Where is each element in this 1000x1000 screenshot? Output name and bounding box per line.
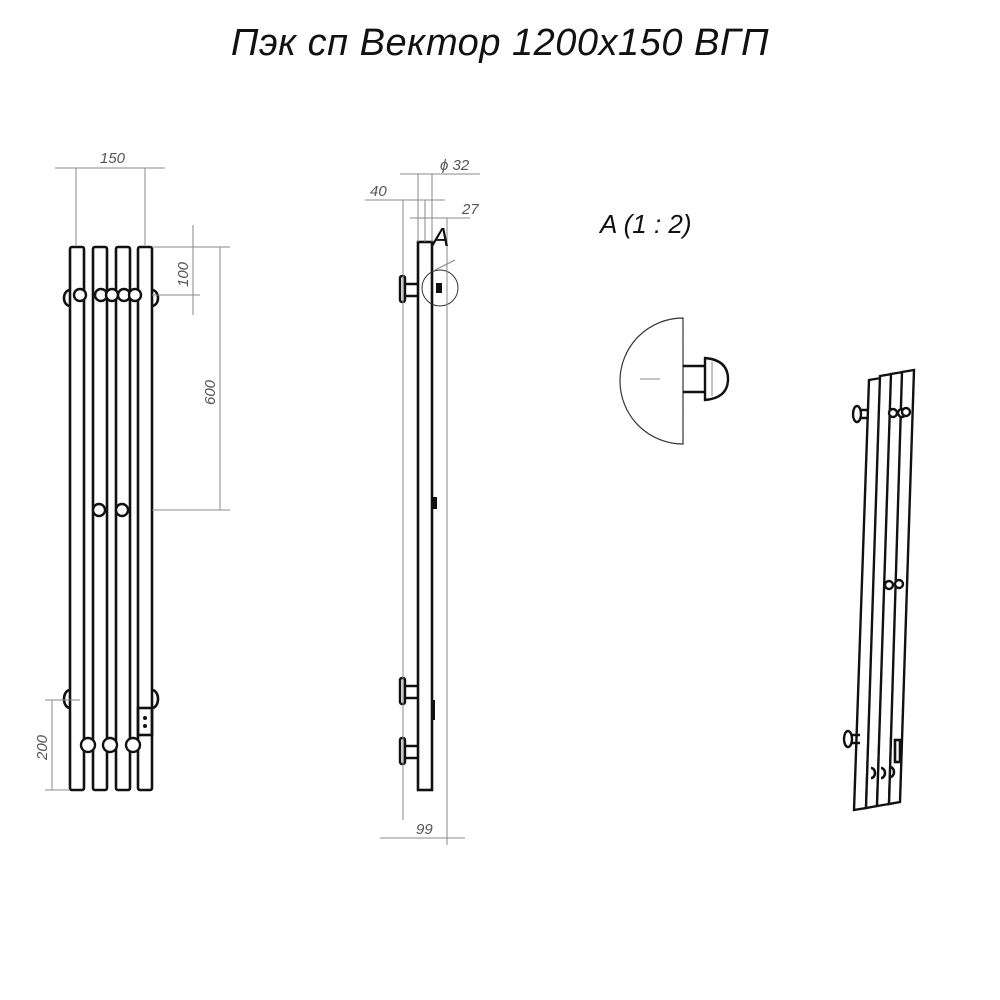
dim-depth: 99 [416,821,433,838]
dim-bottom: 200 [34,734,51,761]
detail-a-circle [421,269,459,307]
dim-offset: 27 [461,201,479,218]
dim-collector: 600 [202,379,219,405]
side-view: ϕ 32 40 27 99 A [365,157,480,845]
top-collector [72,287,143,303]
dim-width: 150 [100,150,126,167]
control-box [136,706,154,737]
isometric-view [842,368,916,812]
dim-diameter: ϕ 32 [440,157,470,174]
detail-a: A (1 : 2) [598,209,730,445]
dim-top-offset: 100 [175,261,192,287]
front-view: 150 100 600 200 [34,150,230,792]
dim-wall: 40 [370,183,387,200]
drawing-title: Пэк сп Вектор 1200х150 ВГП [230,22,770,64]
detail-marker: A [430,222,449,252]
front-tubes [68,245,154,792]
detail-label: A (1 : 2) [598,209,692,239]
